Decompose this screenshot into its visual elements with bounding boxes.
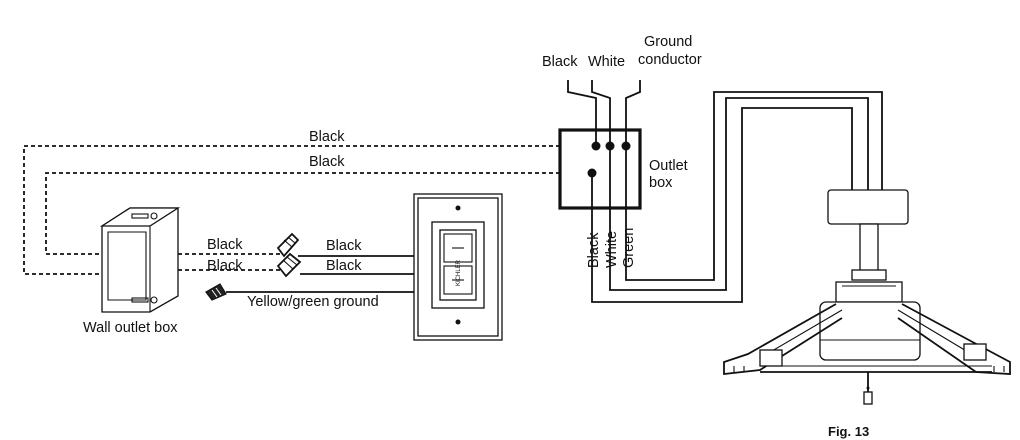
ground-conductor-label-1: Ground: [644, 34, 692, 50]
dashed-wire-black-2: [45, 172, 560, 255]
ground-conductor-label-2: conductor: [638, 52, 702, 68]
vertical-white-label: White: [604, 231, 620, 268]
left-black-label-1: Black: [207, 237, 243, 253]
ground-wire-label: Yellow/green ground: [247, 294, 379, 310]
switch-wires: [226, 255, 414, 293]
switch-brand: KICHLER: [456, 259, 462, 286]
top-white-label: White: [588, 54, 625, 70]
wire-nut-2: [276, 252, 302, 278]
dashed-wire-left-black: [178, 253, 282, 271]
figure-label: Fig. 13: [828, 424, 869, 439]
dashed-black-label-2: Black: [309, 154, 345, 170]
vertical-green-label: Green: [621, 228, 637, 268]
outlet-box-label-2: box: [649, 175, 673, 191]
right-black-label-1: Black: [326, 238, 362, 254]
dashed-wire-black-1: [23, 145, 560, 275]
wall-outlet-box: [99, 207, 181, 313]
outlet-box-label-1: Outlet: [649, 158, 688, 174]
left-black-label-2: Black: [207, 258, 243, 274]
top-black-label: Black: [542, 54, 578, 70]
supply-wires: [567, 80, 641, 146]
wire-nut-3: [205, 283, 227, 301]
outlet-box: [558, 128, 642, 210]
wire-nut-1: [276, 232, 300, 258]
fan-leads: [591, 91, 883, 303]
vertical-black-label: Black: [586, 232, 602, 268]
fan-fixture: [723, 189, 1011, 405]
dashed-black-label-1: Black: [309, 129, 345, 145]
wall-switch[interactable]: [413, 193, 503, 341]
wall-outlet-box-label: Wall outlet box: [83, 320, 178, 336]
right-black-label-2: Black: [326, 258, 362, 274]
